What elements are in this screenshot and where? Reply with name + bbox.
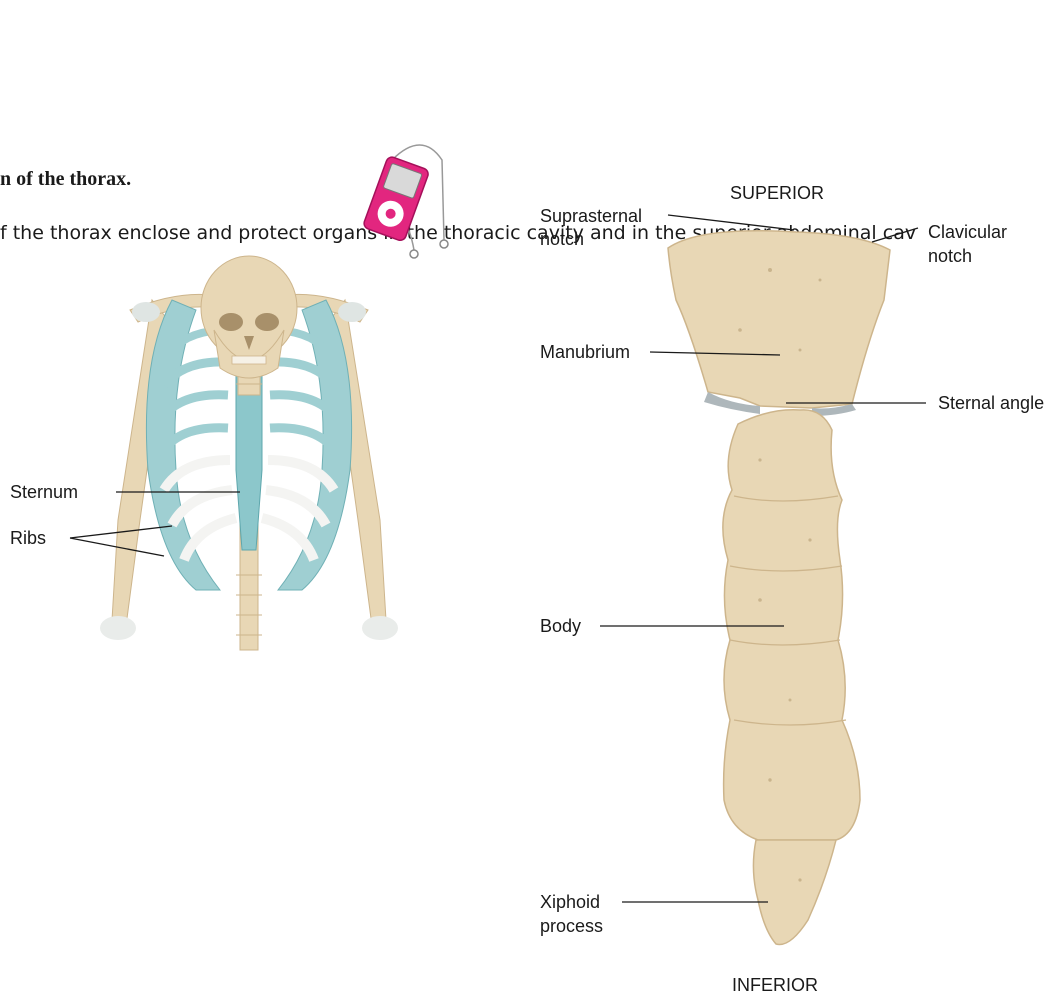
label-superior: SUPERIOR bbox=[730, 183, 824, 203]
label-xiphoid-process-line2: process bbox=[540, 916, 603, 936]
label-inferior: INFERIOR bbox=[732, 975, 818, 994]
label-sternal-angle: Sternal angle bbox=[938, 393, 1044, 413]
label-suprasternal-notch-line2: notch bbox=[540, 229, 584, 249]
label-sternum: Sternum bbox=[10, 482, 78, 502]
label-suprasternal-notch-line1: Suprasternal bbox=[540, 206, 642, 226]
label-manubrium: Manubrium bbox=[540, 342, 630, 362]
sternum-illustration bbox=[668, 231, 890, 945]
skeleton-illustration bbox=[100, 256, 398, 650]
label-clavicular-notch-line2: notch bbox=[928, 246, 972, 266]
label-clavicular-notch-line1: Clavicular bbox=[928, 222, 1007, 242]
label-ribs: Ribs bbox=[10, 528, 46, 548]
label-body: Body bbox=[540, 616, 581, 636]
label-xiphoid-process-line1: Xiphoid bbox=[540, 892, 600, 912]
